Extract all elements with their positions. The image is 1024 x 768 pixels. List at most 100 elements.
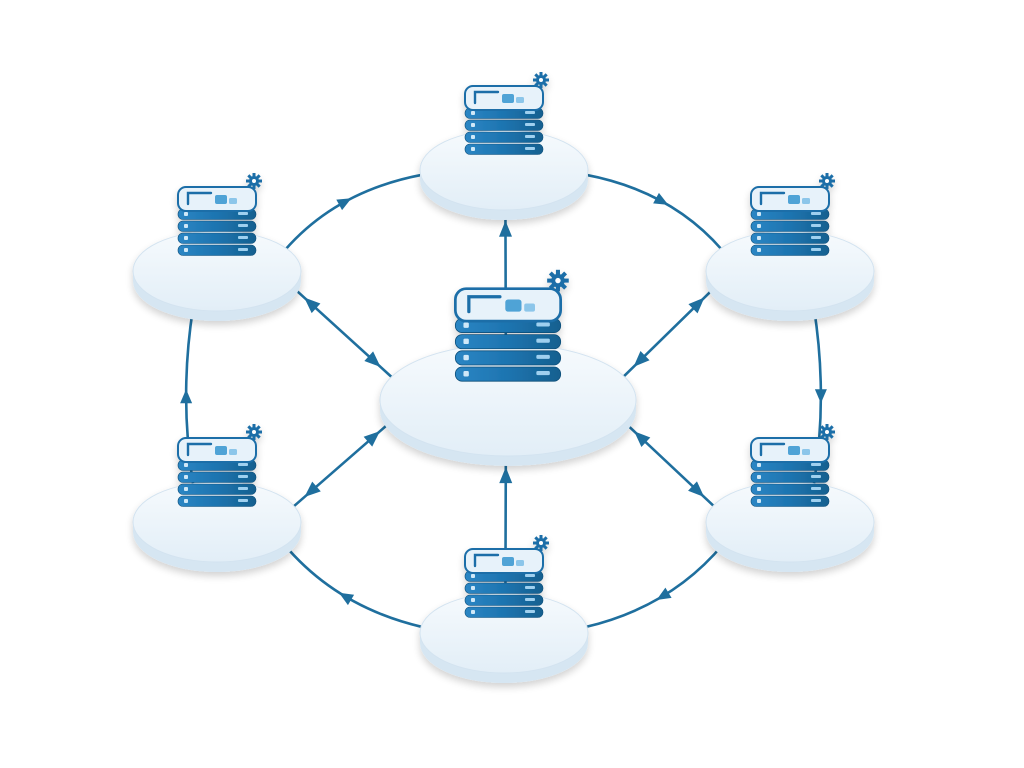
server-layer	[177, 220, 257, 232]
server-slot	[525, 598, 535, 601]
bracket-icon	[473, 90, 500, 105]
server-slot	[238, 236, 248, 239]
server-light	[471, 147, 475, 151]
server-slot	[811, 487, 821, 490]
server-slot	[525, 147, 535, 150]
server-light	[184, 224, 188, 228]
screen-icon	[502, 557, 514, 566]
ring-arrow-icon	[338, 592, 355, 606]
node-lower-left[interactable]	[132, 424, 302, 572]
server-light	[471, 574, 475, 578]
server-layer	[454, 350, 562, 366]
server-stack-icon	[750, 424, 835, 507]
spoke-arrow-icon	[688, 481, 705, 498]
gear-icon	[246, 424, 262, 440]
server-light	[184, 236, 188, 240]
server-light	[471, 111, 475, 115]
screen-icon	[215, 195, 227, 204]
server-light	[184, 463, 188, 467]
server-light	[757, 248, 761, 252]
server-stack-icon	[464, 72, 549, 155]
server-layer	[177, 471, 257, 483]
server-light	[757, 212, 761, 216]
ring-arrow-icon	[180, 389, 193, 404]
screen-icon	[802, 198, 810, 204]
server-light	[184, 212, 188, 216]
gear-icon	[533, 535, 549, 551]
server-light	[184, 487, 188, 491]
screen-icon	[229, 198, 237, 204]
server-light	[463, 338, 469, 345]
screen-icon	[524, 303, 535, 312]
ring-link-lower-right-to-bottom	[583, 542, 725, 629]
server-light	[184, 475, 188, 479]
spoke-arrow-icon	[499, 467, 513, 484]
server-layer	[464, 131, 544, 143]
server-slot	[238, 212, 248, 215]
server-light	[463, 371, 469, 377]
node-upper-right[interactable]	[705, 173, 875, 321]
ring-arrow-icon	[653, 192, 669, 205]
server-slot	[525, 123, 535, 126]
bracket-icon	[473, 553, 500, 568]
screen-icon	[516, 97, 524, 103]
server-slot	[811, 463, 821, 466]
server-layer	[464, 143, 544, 155]
nodes-layer	[132, 72, 875, 683]
server-layer	[464, 119, 544, 131]
server-stack-icon	[453, 269, 569, 382]
screen-icon	[505, 299, 522, 312]
server-layer	[750, 232, 830, 244]
server-layer	[750, 483, 830, 495]
server-slot	[238, 487, 248, 490]
screen-icon	[788, 195, 800, 204]
server-slot	[238, 248, 248, 251]
server-layer	[177, 483, 257, 495]
ring-link-bottom-to-lower-left	[282, 542, 425, 629]
server-light	[471, 135, 475, 139]
server-layer	[177, 495, 257, 507]
screen-icon	[229, 449, 237, 455]
spoke-arrow-icon	[363, 431, 380, 447]
server-slot	[525, 135, 535, 138]
gear-icon	[246, 173, 262, 189]
server-slot	[238, 463, 248, 466]
server-stack-icon	[750, 173, 835, 256]
server-layer	[750, 220, 830, 232]
server-slot	[536, 371, 550, 376]
node-upper-left[interactable]	[132, 173, 302, 321]
ring-link-upper-left-to-top	[283, 173, 424, 252]
screen-icon	[788, 446, 800, 455]
spoke-arrow-icon	[499, 220, 513, 237]
node-hub[interactable]	[379, 269, 637, 466]
server-slot	[811, 224, 821, 227]
server-slot	[525, 586, 535, 589]
server-light	[471, 610, 475, 614]
server-layer	[750, 495, 830, 507]
gear-icon	[547, 269, 569, 292]
screen-icon	[516, 560, 524, 566]
server-slot	[238, 224, 248, 227]
bracket-icon	[467, 295, 502, 314]
ring-link-top-to-upper-right	[584, 173, 724, 252]
server-layer	[464, 606, 544, 618]
server-light	[184, 499, 188, 503]
server-layer	[464, 582, 544, 594]
gear-icon	[819, 173, 835, 189]
bracket-icon	[186, 442, 213, 457]
server-slot	[811, 212, 821, 215]
node-lower-right[interactable]	[705, 424, 875, 572]
spoke-arrow-icon	[304, 297, 321, 314]
server-layer	[177, 244, 257, 256]
server-light	[471, 123, 475, 127]
server-light	[471, 586, 475, 590]
node-top[interactable]	[419, 72, 589, 220]
server-light	[757, 487, 761, 491]
server-slot	[811, 248, 821, 251]
node-bottom[interactable]	[419, 535, 589, 683]
gear-icon	[819, 424, 835, 440]
server-slot	[536, 322, 550, 327]
server-slot	[536, 354, 550, 359]
